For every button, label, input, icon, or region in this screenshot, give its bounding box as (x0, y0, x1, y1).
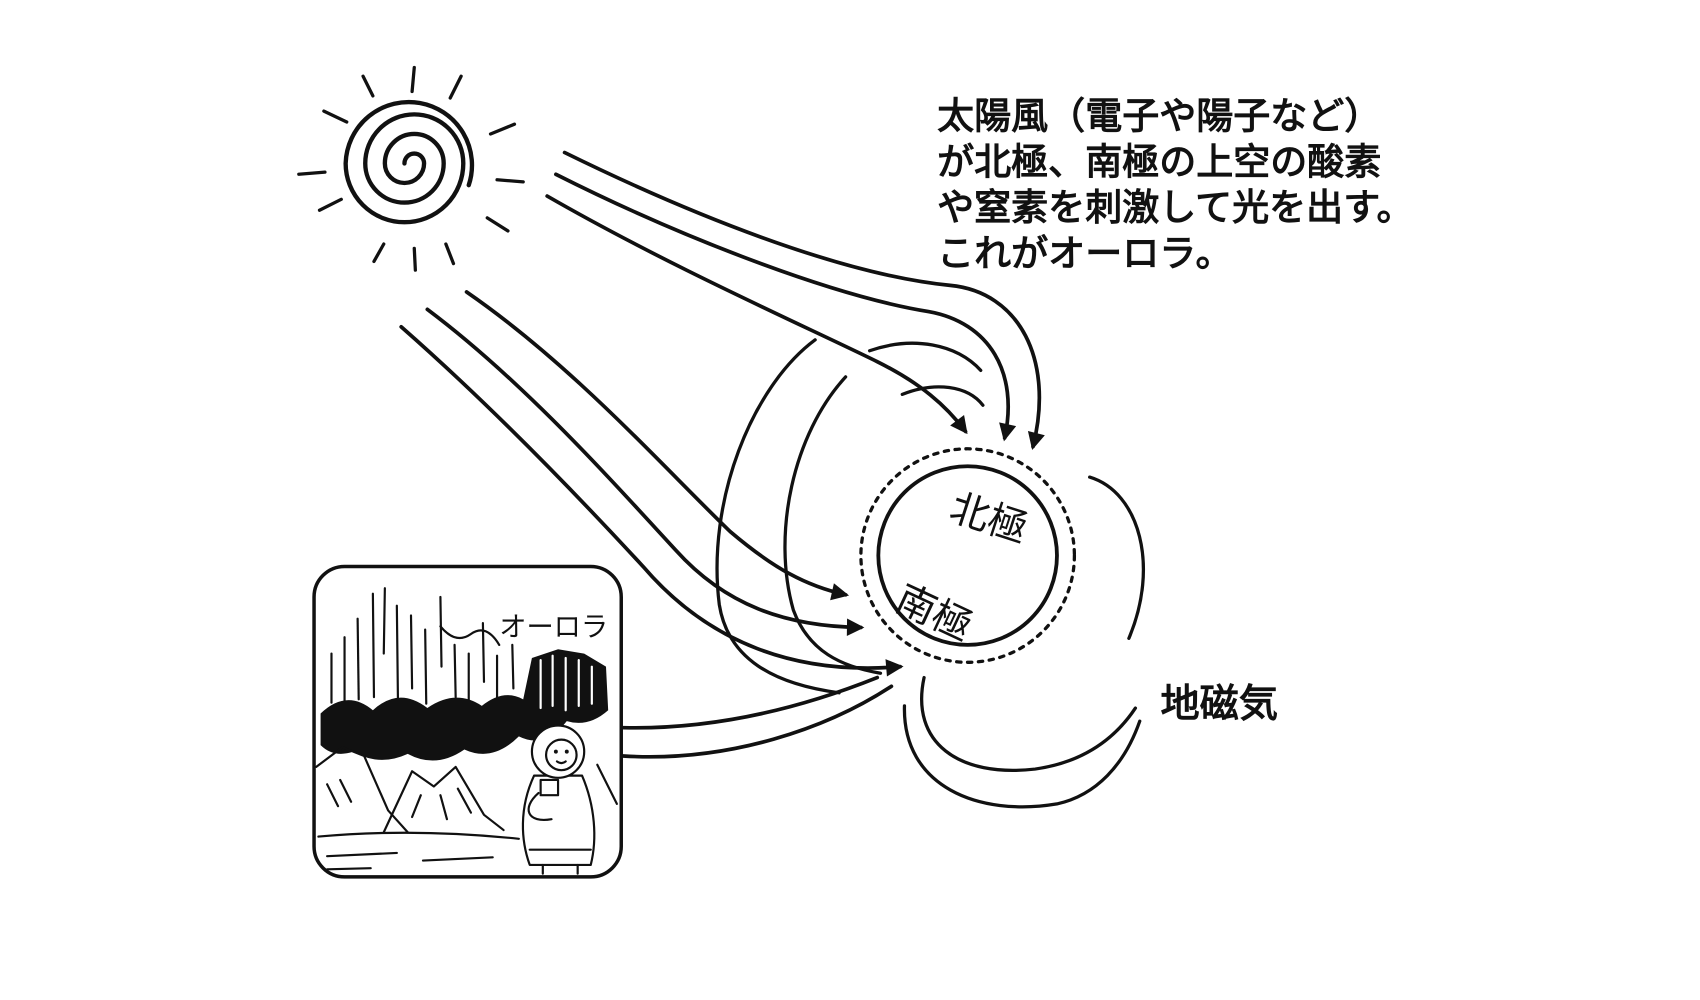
boundary-arc (715, 338, 841, 695)
aurora-ray (395, 604, 400, 701)
magnetosphere-boundary (715, 338, 985, 695)
field-line (920, 675, 1138, 772)
iceberg-hatch (326, 778, 473, 821)
solar-wind (399, 150, 1045, 759)
sun-ray (322, 109, 349, 124)
boundary-arc (900, 385, 985, 407)
held-cup (539, 778, 560, 797)
iceberg (382, 765, 505, 834)
caption: 太陽風（電子や陽子など） が北極、南極の上空の酸素 や窒素を刺激して光を出す。 … (937, 95, 1413, 275)
atmosphere-dotted-outline (859, 447, 1077, 664)
parka-body (521, 774, 596, 867)
inset-connector-line (621, 675, 880, 730)
aurora-dark-band (320, 649, 609, 761)
aurora-curtain (330, 587, 515, 710)
field-line (1088, 475, 1146, 640)
sun-ray (297, 170, 327, 176)
sun-ray (488, 122, 517, 136)
caption-line: これがオーロラ。 (937, 232, 1232, 275)
earth: 北極 南極 (859, 447, 1077, 664)
person-mouth (555, 760, 567, 765)
sun-ray (361, 74, 375, 98)
person-face (544, 738, 578, 772)
sun (297, 65, 525, 272)
aurora-ray (424, 628, 428, 705)
solar-wind-stream (545, 194, 968, 435)
person-eye (564, 749, 569, 754)
aurora-wave (439, 625, 501, 646)
sun-ray (372, 242, 386, 264)
aurora-ray (481, 622, 486, 684)
icebergs (315, 746, 618, 834)
aurora-ray (382, 587, 386, 655)
curtain-highlights (539, 654, 593, 712)
ground (317, 831, 520, 871)
iceberg (315, 746, 409, 834)
solar-wind-stream (562, 150, 1045, 451)
geomagnetism-label: 地磁気 (1160, 682, 1278, 727)
caption-line: 太陽風（電子や陽子など） (937, 95, 1381, 138)
sun-ray (448, 74, 463, 100)
aurora-ray (356, 617, 360, 701)
solar-wind-stream (399, 324, 904, 677)
ground-line (317, 831, 520, 840)
sun-rays (297, 65, 525, 272)
person-eye (553, 749, 558, 754)
aurora-ray (409, 614, 414, 690)
ground-line (326, 851, 494, 871)
sun-spiral (343, 99, 475, 225)
sun-ray (444, 242, 456, 266)
solar-wind-stream (425, 307, 865, 636)
field-line (902, 704, 1142, 809)
sun-ray (412, 246, 417, 272)
inset-connector-line (621, 684, 894, 759)
geomagnetic-field-lines (902, 475, 1146, 809)
solar-wind-stream (554, 172, 1017, 442)
boundary-arc (867, 341, 983, 373)
aurora-ray (439, 595, 443, 668)
sun-ray (485, 216, 510, 233)
aurora-ray (511, 643, 515, 690)
aurora-ray (371, 592, 376, 699)
sun-ray (495, 178, 525, 184)
person-in-parka (521, 724, 596, 875)
iceberg (596, 763, 618, 806)
boundary-arc (783, 375, 883, 675)
sun-ray (317, 197, 343, 212)
solar-wind-stream (464, 290, 850, 601)
caption-line: が北極、南極の上空の酸素 (937, 140, 1381, 183)
caption-line: や窒素を刺激して光を出す。 (937, 186, 1413, 229)
earth-globe (876, 464, 1059, 647)
inset-aurora-label: オーロラ (499, 612, 608, 643)
aurora-inset: オーロラ (312, 564, 623, 879)
person-legs (541, 863, 579, 875)
aurora-ray (453, 643, 457, 699)
sun-ray (410, 65, 416, 94)
person-arm (527, 791, 553, 822)
